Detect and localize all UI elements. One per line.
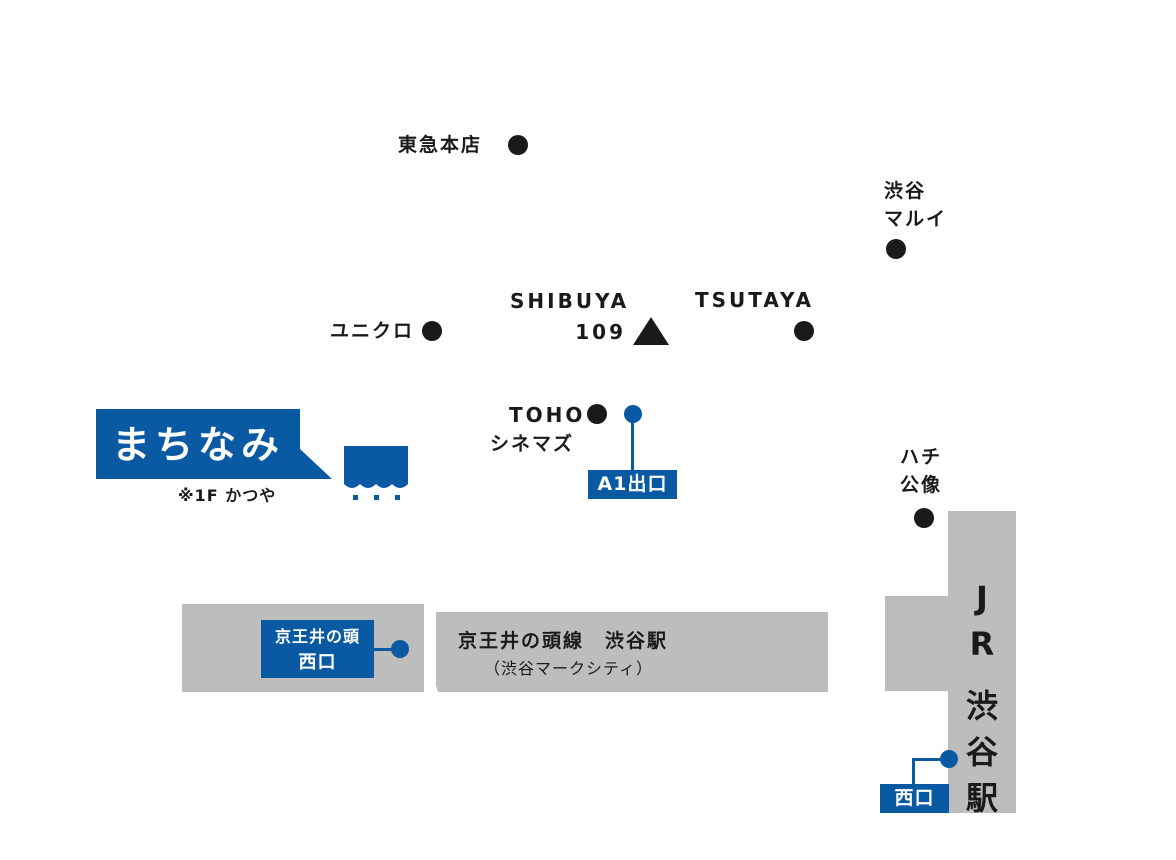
exit-jr-west-sign: 西口 <box>880 784 949 813</box>
jr-station-char: R <box>969 625 995 663</box>
jr-station-char <box>950 667 1014 683</box>
landmark-tsutaya-dot <box>794 321 814 341</box>
triangle-icon <box>633 317 669 345</box>
shop-name-banner <box>96 409 332 479</box>
landmark-hachiko-dot <box>914 508 934 528</box>
landmark-shibuya109-label-2: 109 <box>575 320 626 344</box>
shop-note: ※1F かつや <box>178 486 277 505</box>
exit-keio-west-line <box>374 648 394 651</box>
keio-station-block <box>436 612 828 692</box>
exit-a1-line <box>631 418 634 472</box>
jr-station-char: J <box>976 579 988 617</box>
landmark-toho-label-2: シネマズ <box>490 433 575 455</box>
exit-a1-dot <box>624 405 642 423</box>
landmark-toho-label-1: TOHO <box>509 403 586 427</box>
landmark-hachiko-label-2: 公像 <box>900 474 943 496</box>
exit-keio-west-dot <box>391 640 409 658</box>
landmark-tokyu-honten-dot <box>508 135 528 155</box>
exit-jr-west-line-v <box>912 758 915 785</box>
exit-jr-west-dot <box>940 750 958 768</box>
exit-keio-west-label-1: 京王井の頭 <box>274 627 360 646</box>
jr-station-name: J R 渋 谷 駅 <box>950 575 1014 821</box>
landmark-toho-dot <box>587 404 607 424</box>
keio-station-name: 京王井の頭線 渋谷駅 <box>458 630 669 652</box>
landmark-tokyu-honten-label: 東急本店 <box>398 134 483 156</box>
landmark-marui-label-2: マルイ <box>884 208 948 230</box>
landmark-uniqlo-label: ユニクロ <box>330 320 415 342</box>
exit-keio-west-label-2: 西口 <box>298 652 337 673</box>
landmark-shibuya109-label-1: SHIBUYA <box>510 289 630 313</box>
exit-keio-west-sign: 京王井の頭 西口 <box>261 620 374 678</box>
exit-a1-sign: A1出口 <box>588 470 677 499</box>
landmark-tsutaya-label: TSUTAYA <box>695 288 814 312</box>
jr-station-block-left <box>885 596 955 691</box>
exit-jr-west-line-h <box>912 758 942 761</box>
shop-name: まちなみ <box>112 423 285 467</box>
landmark-marui-label-1: 渋谷 <box>884 180 927 202</box>
jr-station-char: 渋 <box>965 687 998 725</box>
landmark-hachiko-label-1: ハチ <box>900 446 943 468</box>
jr-station-char: 谷 <box>965 733 998 771</box>
landmark-uniqlo-dot <box>422 321 442 341</box>
landmark-marui-dot <box>886 239 906 259</box>
shop-awning-icon <box>344 446 408 500</box>
jr-station-char: 駅 <box>965 779 998 817</box>
jr-station-block <box>948 511 1016 813</box>
keio-station-sub: （渋谷マークシティ） <box>484 659 654 678</box>
